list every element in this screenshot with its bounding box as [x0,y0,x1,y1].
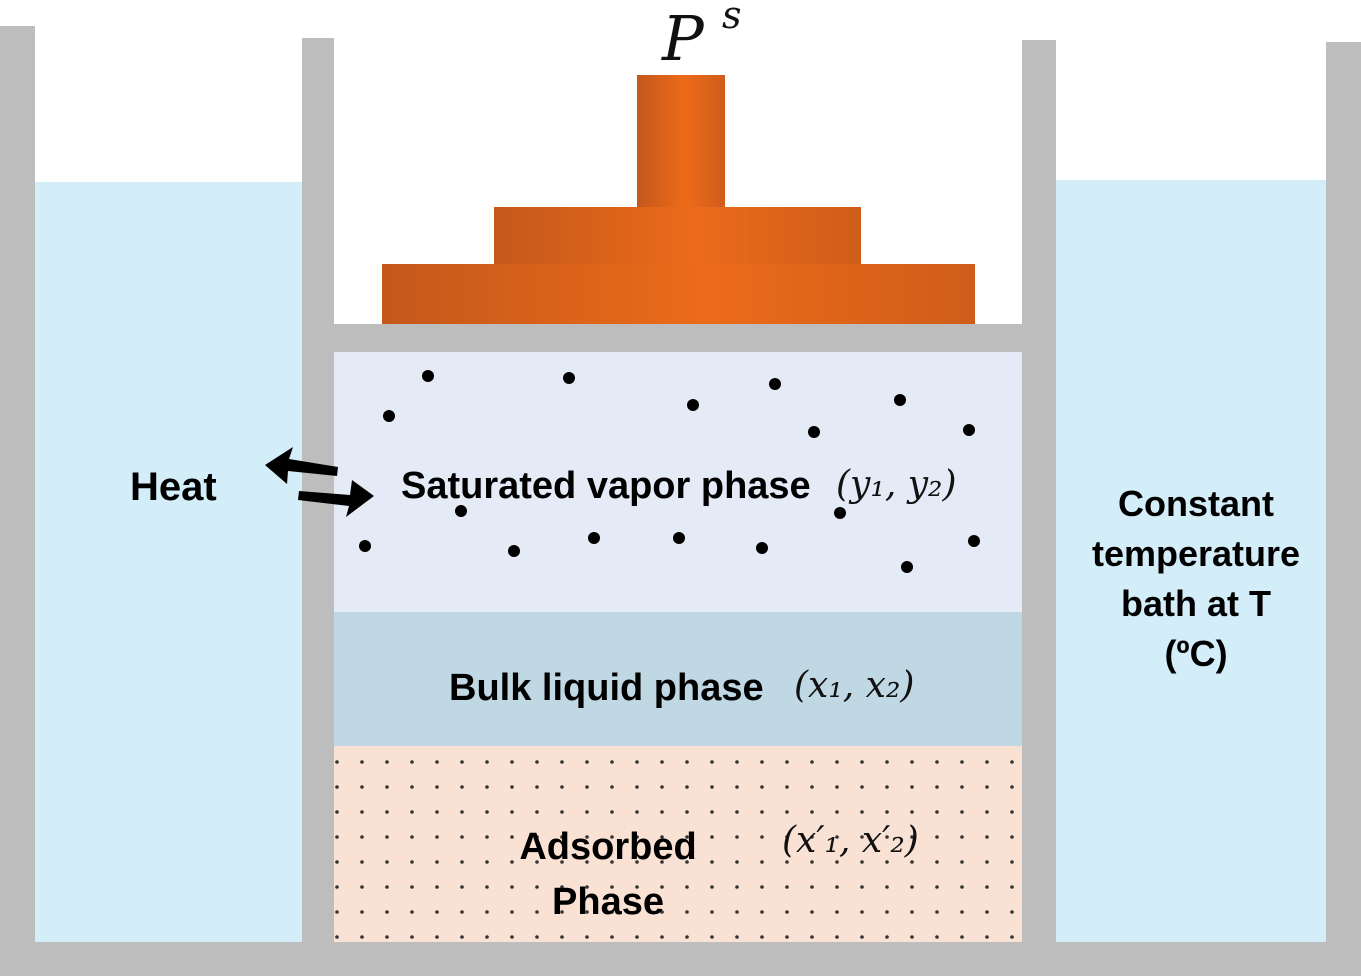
molecule [563,372,575,384]
bath-label-line2: temperature [1092,533,1300,574]
bath-wall-right [1326,42,1361,976]
cell-wall-right [1022,40,1056,942]
pressure-symbol: P [661,2,705,75]
double-arrow-icon [265,447,374,517]
molecule [894,394,906,406]
molecule [808,426,820,438]
adsorbed-dot-texture [334,746,1022,942]
molecule [508,545,520,557]
molecule [455,505,467,517]
liquid-region [334,612,1022,746]
molecule [687,399,699,411]
molecule [359,540,371,552]
stepped-weight-icon [382,75,975,324]
bath-label-line1: Constant [1118,483,1274,524]
molecule [834,507,846,519]
bath-water-right [1056,180,1326,942]
adsorbed-phase-label-line1: Adsorbed [519,826,696,868]
vapor-phase-label: Saturated vapor phase [401,465,811,507]
adsorbed-phase-label-line2: Phase [552,881,664,923]
molecule [963,424,975,436]
vapor-molecules [359,370,980,573]
pressure-superscript: s [722,0,742,37]
vapor-composition: (y₁, y₂) [836,464,957,505]
molecule [422,370,434,382]
liquid-phase-label: Bulk liquid phase [449,667,764,709]
molecule [756,542,768,554]
heat-label: Heat [130,465,217,509]
molecule [588,532,600,544]
liquid-composition: (x₁, x₂) [794,665,914,706]
bath-floor [0,942,1361,976]
molecule [968,535,980,547]
bath-wall-left [0,26,35,976]
bath-label-line3: bath at T [1121,583,1271,624]
cell-wall-left [302,38,334,942]
bath-water-left [35,182,302,942]
molecule [673,532,685,544]
molecule [383,410,395,422]
adsorbed-composition: (x′₁, x′₂) [782,820,919,861]
piston-plate [334,324,1056,352]
molecule [769,378,781,390]
molecule [901,561,913,573]
bath-label-line4: (ºC) [1164,633,1227,674]
